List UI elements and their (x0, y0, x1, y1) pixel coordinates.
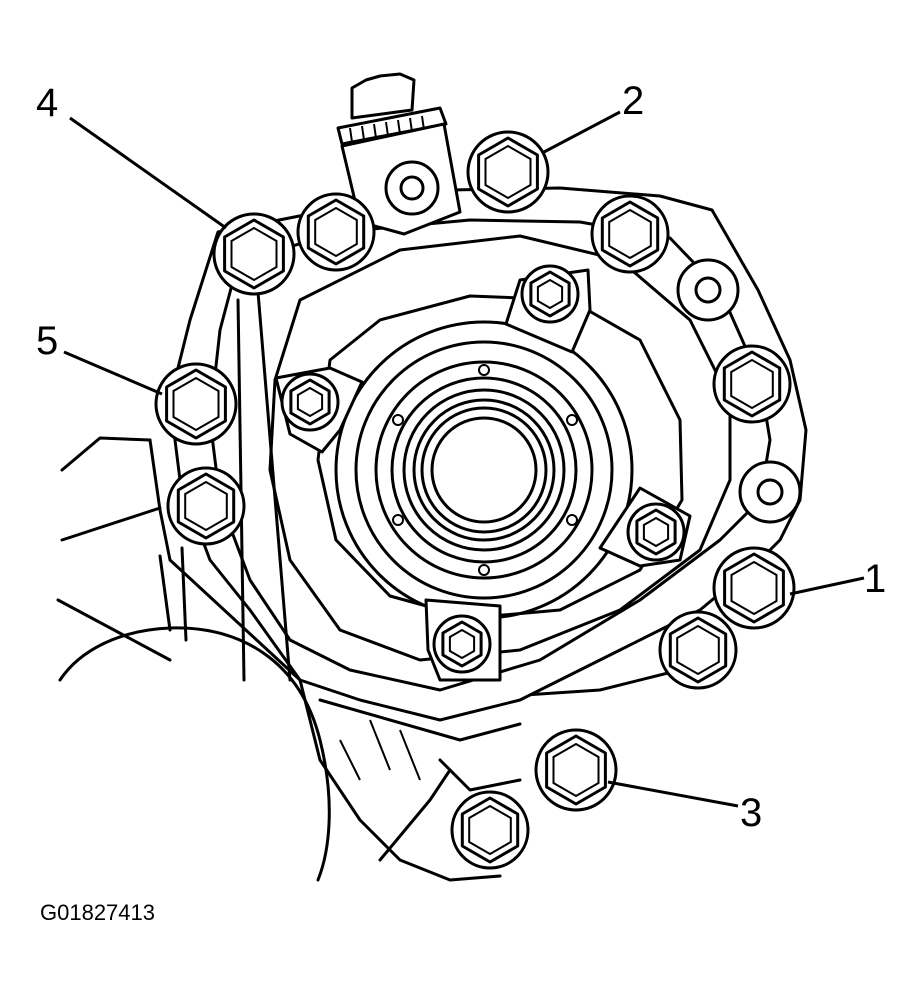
bolt-hex-face (172, 376, 220, 432)
bolt-hex-face (230, 226, 278, 282)
bolt-hex-head (165, 368, 227, 440)
bolt-hex-face (296, 386, 324, 418)
housing-casting-outline (56, 436, 682, 882)
bolt-5 (154, 362, 238, 446)
callout-leaders (63, 110, 865, 808)
callout-number-5: 5 (36, 319, 58, 363)
bolt-hex-head (545, 734, 607, 806)
bolt-1 (712, 546, 796, 630)
bolt-3 (534, 728, 618, 812)
bolt (658, 610, 738, 690)
bolt-4 (212, 212, 296, 296)
bolt-hex-face (608, 208, 652, 260)
bolt-hex-head (477, 136, 539, 208)
bolt (590, 194, 670, 274)
bolt-2 (466, 130, 550, 214)
bolt (296, 192, 376, 272)
bolt-hex-head (529, 270, 571, 318)
bolt-hex-face (676, 624, 720, 676)
bolt-hex-head (635, 508, 677, 556)
callout-number-2: 2 (622, 79, 644, 123)
bolt-hex-head (723, 552, 785, 624)
bolt-hex-face (468, 804, 512, 856)
callout-number-4: 4 (36, 81, 58, 125)
bolt-hex-head (460, 796, 520, 864)
bolt-hex-face (730, 358, 774, 410)
leader-line-5 (63, 350, 163, 396)
dowel-holes (676, 258, 802, 524)
figure-id-label: G01827413 (40, 900, 155, 925)
leader-line-1 (789, 576, 865, 596)
leader-line-4 (69, 116, 227, 230)
bolt-hex-face (642, 516, 670, 548)
bolt-hex-face (448, 628, 476, 660)
callout-number-3: 3 (740, 791, 762, 835)
bolt-hex-head (600, 200, 660, 268)
bolt (450, 790, 530, 870)
bolt-hex-head (441, 620, 483, 668)
bolt (520, 264, 580, 324)
bolt (712, 344, 792, 424)
bolt-hex-head (306, 198, 366, 266)
callout-number-1: 1 (864, 557, 886, 601)
bolt-hex-head (176, 472, 236, 540)
bolt-hex-head (289, 378, 331, 426)
leader-line-2 (543, 110, 621, 154)
leader-line-3 (607, 780, 739, 808)
bolt-hex-face (184, 480, 228, 532)
bolt-hex-face (484, 144, 532, 200)
bolt (432, 614, 492, 674)
bolt (626, 502, 686, 562)
bolt-hex-face (536, 278, 564, 310)
output-hub (316, 294, 684, 620)
callout-labels: 1 2 3 4 5 (36, 79, 886, 835)
bolt-hex-face (552, 742, 600, 798)
bolt-hex-head (668, 616, 728, 684)
bolt (166, 466, 246, 546)
bolt-hex-head (223, 218, 285, 290)
bolt-hex-face (730, 560, 778, 616)
bolt-group (154, 130, 796, 870)
bolt (280, 372, 340, 432)
bolt-hex-face (314, 206, 358, 258)
bolt-hex-head (722, 350, 782, 418)
